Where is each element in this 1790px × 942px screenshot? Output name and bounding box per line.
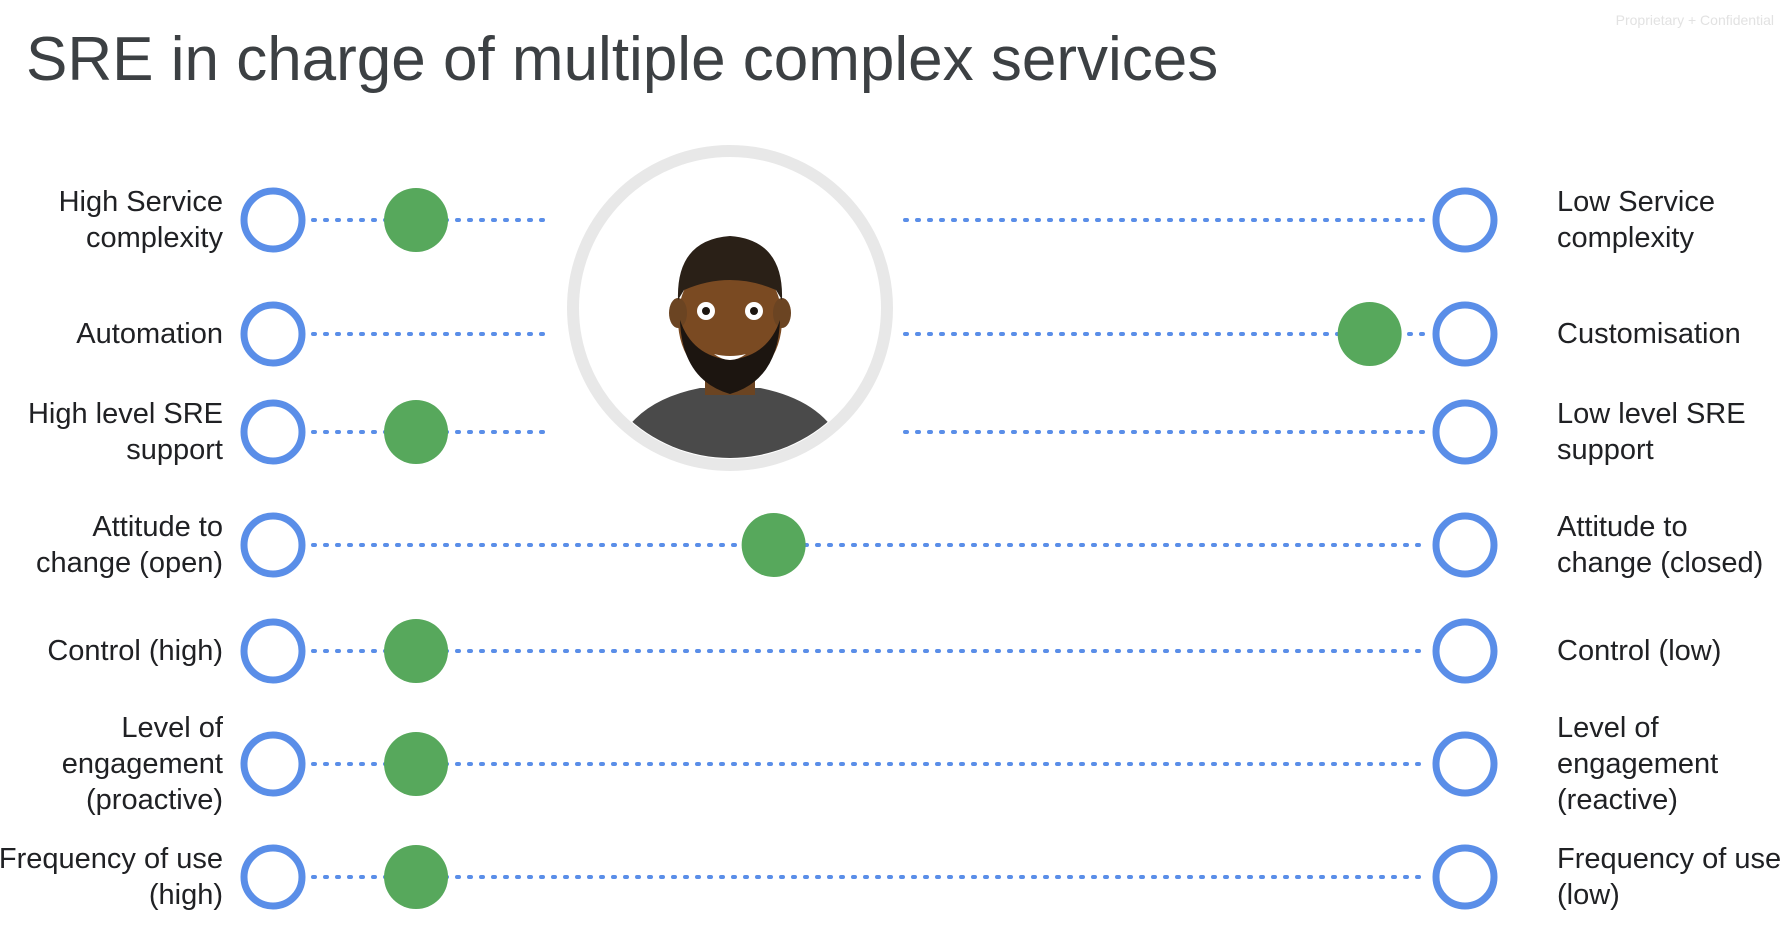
left-end-ring	[240, 618, 306, 684]
right-label: Attitude to change (closed)	[1557, 511, 1764, 579]
right-label: Low Service complexity	[1557, 186, 1715, 254]
position-marker	[384, 845, 449, 909]
left-end-ring	[240, 399, 306, 465]
confidential-label: Proprietary + Confidential	[1615, 12, 1774, 28]
right-label: Frequency of use (low)	[1557, 843, 1782, 911]
left-label: Frequency of use (high)	[0, 843, 223, 911]
page-title: SRE in charge of multiple complex servic…	[26, 25, 1219, 94]
left-label: Level of engagement (proactive)	[61, 712, 223, 816]
right-end-ring	[1432, 301, 1498, 367]
left-label: High level SRE support	[27, 398, 223, 466]
right-end-ring	[1432, 512, 1498, 578]
position-marker	[384, 188, 449, 252]
position-marker	[384, 732, 449, 796]
position-marker	[384, 619, 449, 683]
left-end-ring	[240, 301, 306, 367]
right-end-ring	[1432, 618, 1498, 684]
right-end-ring	[1432, 399, 1498, 465]
left-label: Automation	[76, 318, 223, 350]
right-end-ring	[1432, 844, 1498, 910]
right-label: Customisation	[1557, 318, 1741, 350]
left-label: High Service complexity	[58, 186, 223, 254]
left-end-ring	[240, 731, 306, 797]
right-end-ring	[1432, 731, 1498, 797]
left-end-ring	[240, 187, 306, 253]
left-end-ring	[240, 512, 306, 578]
position-marker	[1337, 302, 1402, 366]
right-label: Control (low)	[1557, 635, 1722, 667]
right-label: Low level SRE support	[1557, 398, 1746, 466]
right-end-ring	[1432, 187, 1498, 253]
position-marker	[384, 400, 449, 464]
right-label: Level of engagement (reactive)	[1557, 712, 1719, 816]
left-end-ring	[240, 844, 306, 910]
left-label: Attitude to change (open)	[35, 511, 223, 579]
position-marker	[741, 513, 806, 577]
avatar	[567, 145, 893, 471]
left-label: Control (high)	[47, 635, 223, 667]
